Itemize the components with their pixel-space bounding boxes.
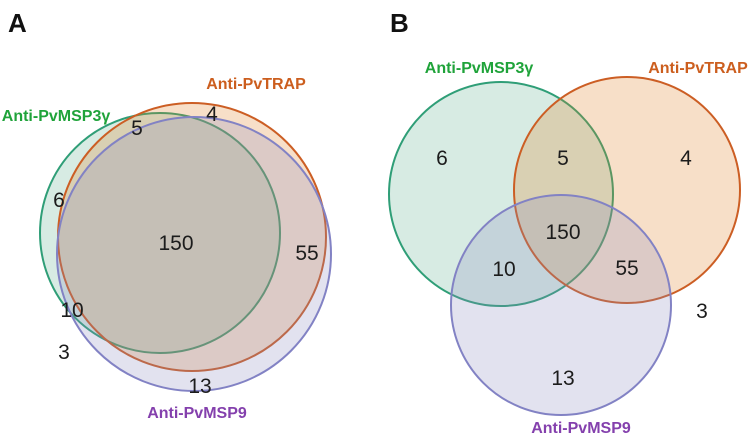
venn-a-count-trap-msp9: 55 [295, 242, 318, 265]
venn-a-count-msp9-only: 13 [188, 375, 211, 398]
venn-b-count-trap-only: 4 [680, 147, 692, 170]
venn-b-circle-anti-pvmsp9 [450, 194, 672, 416]
panel-a-letter: A [8, 8, 27, 38]
panel-b-letter: B [390, 8, 409, 38]
panel-b: B Anti-PvMSP3γ Anti-PvTRAP Anti-PvMSP9 6… [388, 8, 748, 437]
venn-b-count-outside: 3 [696, 300, 708, 323]
venn-a-count-all-three: 150 [158, 232, 193, 255]
venn-a-count-msp3g-trap: 5 [131, 117, 143, 140]
venn-a-count-msp3g-only: 6 [53, 189, 65, 212]
venn-a-count-msp3g-msp9: 10 [60, 299, 83, 322]
panel-a: A Anti-PvMSP3γ Anti-PvTRAP Anti-PvMSP9 5… [2, 8, 332, 422]
venn-b-count-trap-msp9: 55 [615, 257, 638, 280]
venn-b-count-msp3g-msp9: 10 [492, 258, 515, 281]
venn-a-count-trap-only: 4 [206, 103, 218, 126]
venn-b-circle-anti-pvtrap [513, 76, 741, 304]
venn-b-label-anti-pvmsp9: Anti-PvMSP9 [531, 420, 631, 437]
venn-b-count-msp3g-trap: 5 [557, 147, 569, 170]
venn-b-count-all-three: 150 [545, 221, 580, 244]
venn-b-count-msp3g-only: 6 [436, 147, 448, 170]
venn-a-circle-anti-pvmsp9 [56, 116, 332, 392]
venn-a-count-outside: 3 [58, 341, 70, 364]
venn-b-count-msp9-only: 13 [551, 367, 574, 390]
venn-a-label-anti-pvmsp3g: Anti-PvMSP3γ [2, 108, 111, 125]
venn-b-label-anti-pvmsp3g: Anti-PvMSP3γ [425, 60, 534, 77]
venn-a-circle-anti-pvmsp3g [39, 112, 281, 354]
venn-a-label-anti-pvtrap: Anti-PvTRAP [206, 76, 306, 93]
venn-b-circle-anti-pvmsp3g [388, 81, 614, 307]
venn-b-label-anti-pvtrap: Anti-PvTRAP [648, 60, 748, 77]
venn-a-label-anti-pvmsp9: Anti-PvMSP9 [147, 405, 247, 422]
